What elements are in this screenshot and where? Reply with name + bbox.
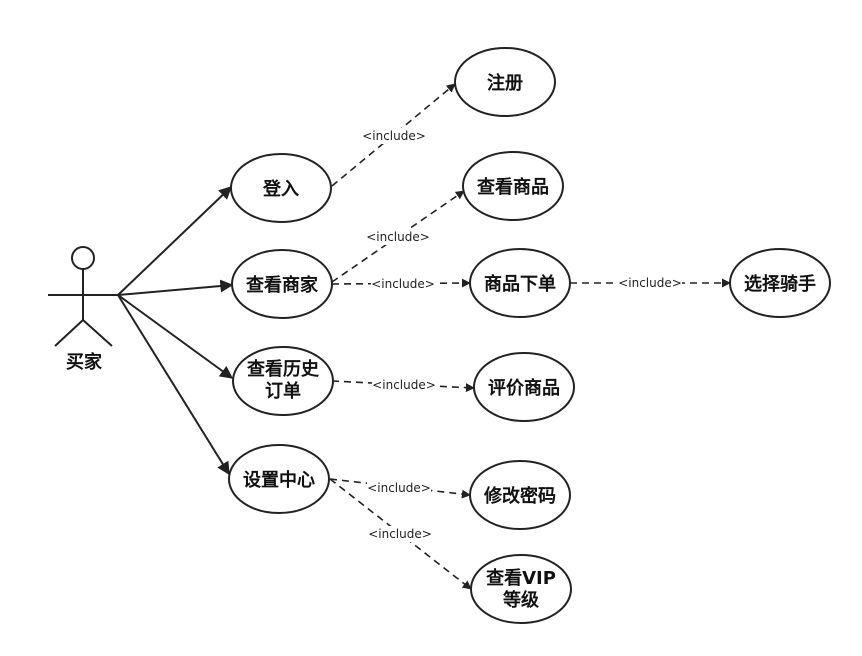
use-case-rate-goods-label: 评价商品 xyxy=(488,377,560,399)
use-case-view-merchant-line-1: 查看商家 xyxy=(246,274,319,296)
use-case-rate-goods-line-1: 评价商品 xyxy=(488,377,560,399)
associations xyxy=(117,186,234,476)
use-case-login-label: 登入 xyxy=(262,178,299,200)
use-case-view-merchant: 查看商家 xyxy=(231,249,333,319)
use-case-rate-goods: 评价商品 xyxy=(473,352,575,422)
use-case-register-label: 注册 xyxy=(487,72,523,94)
use-case-change-password-ellipse xyxy=(469,460,571,530)
actor-label: 买家 xyxy=(66,351,103,373)
include-label-choose-rider: <include> xyxy=(618,276,682,290)
use-case-register: 注册 xyxy=(454,47,556,117)
use-case-change-password: 修改密码 xyxy=(469,460,571,530)
use-case-view-history-ellipse xyxy=(232,346,334,416)
use-case-choose-rider-ellipse xyxy=(729,248,831,318)
include-label-order-goods: <include> xyxy=(371,277,435,291)
use-case-register-ellipse xyxy=(454,47,556,117)
use-case-view-goods-label: 查看商品 xyxy=(477,176,549,198)
use-case-view-goods-ellipse xyxy=(462,151,564,221)
include-label-bg-view-vip xyxy=(368,526,432,542)
use-case-order-goods-line-1: 商品下单 xyxy=(484,273,556,295)
use-case-login-ellipse xyxy=(230,153,332,223)
use-case-order-goods-ellipse xyxy=(469,248,571,318)
include-label-bg-change-password xyxy=(367,480,431,496)
use-case-settings-ellipse xyxy=(228,444,330,514)
assoc-settings xyxy=(117,294,230,476)
use-case-view-history-line-2: 订单 xyxy=(265,380,301,402)
use-case-rate-goods-ellipse xyxy=(473,352,575,422)
actor-left-leg xyxy=(54,319,84,347)
use-case-login: 登入 xyxy=(230,153,332,223)
use-case-settings: 设置中心 xyxy=(228,444,330,514)
include-label-bg-register xyxy=(362,128,426,144)
use-case-view-vip-line-1: 查看VIP xyxy=(486,567,556,589)
include-label-view-goods: <include> xyxy=(366,230,430,244)
include-label-register: <include> xyxy=(362,129,426,143)
use-case-register-line-1: 注册 xyxy=(487,72,523,94)
use-case-view-history: 查看历史订单 xyxy=(232,346,334,416)
use-case-view-history-label: 查看历史订单 xyxy=(247,358,320,402)
use-case-login-line-1: 登入 xyxy=(262,178,299,200)
include-label-bg-view-goods xyxy=(366,229,430,245)
use-case-settings-label: 设置中心 xyxy=(243,469,315,491)
use-case-settings-line-1: 设置中心 xyxy=(243,469,315,491)
use-case-view-history-line-1: 查看历史 xyxy=(247,358,320,380)
use-case-view-merchant-label: 查看商家 xyxy=(246,274,319,296)
actor-right-leg xyxy=(82,319,113,347)
use-case-change-password-line-1: 修改密码 xyxy=(483,485,556,507)
include-line-view-goods xyxy=(331,190,465,283)
include-line-register xyxy=(331,83,456,187)
actor-buyer: 买家 xyxy=(48,246,118,373)
use-case-change-password-label: 修改密码 xyxy=(483,485,556,507)
use-case-choose-rider: 选择骑手 xyxy=(729,248,831,318)
use-case-view-goods: 查看商品 xyxy=(462,151,564,221)
include-label-change-password: <include> xyxy=(367,481,431,495)
use-case-view-vip-ellipse xyxy=(470,554,572,624)
assoc-login xyxy=(117,186,232,296)
use-case-view-goods-line-1: 查看商品 xyxy=(477,176,549,198)
include-label-rate-goods: <include> xyxy=(372,378,436,392)
include-relations: <include> <include> <include> <include> … xyxy=(329,83,731,590)
use-case-order-goods-label: 商品下单 xyxy=(484,273,556,295)
use-case-choose-rider-line-1: 选择骑手 xyxy=(744,273,816,295)
include-label-bg-order-goods xyxy=(371,276,435,292)
use-case-view-merchant-ellipse xyxy=(231,249,333,319)
include-label-bg-choose-rider xyxy=(618,275,682,291)
use-case-view-vip-line-2: 等级 xyxy=(503,589,540,611)
actor-head xyxy=(71,246,95,270)
include-label-view-vip: <include> xyxy=(368,527,432,541)
assoc-view-merchant xyxy=(117,279,234,296)
use-case-choose-rider-label: 选择骑手 xyxy=(744,273,816,295)
use-case-order-goods: 商品下单 xyxy=(469,248,571,318)
include-label-bg-rate-goods xyxy=(372,377,436,393)
assoc-view-history xyxy=(117,294,234,379)
